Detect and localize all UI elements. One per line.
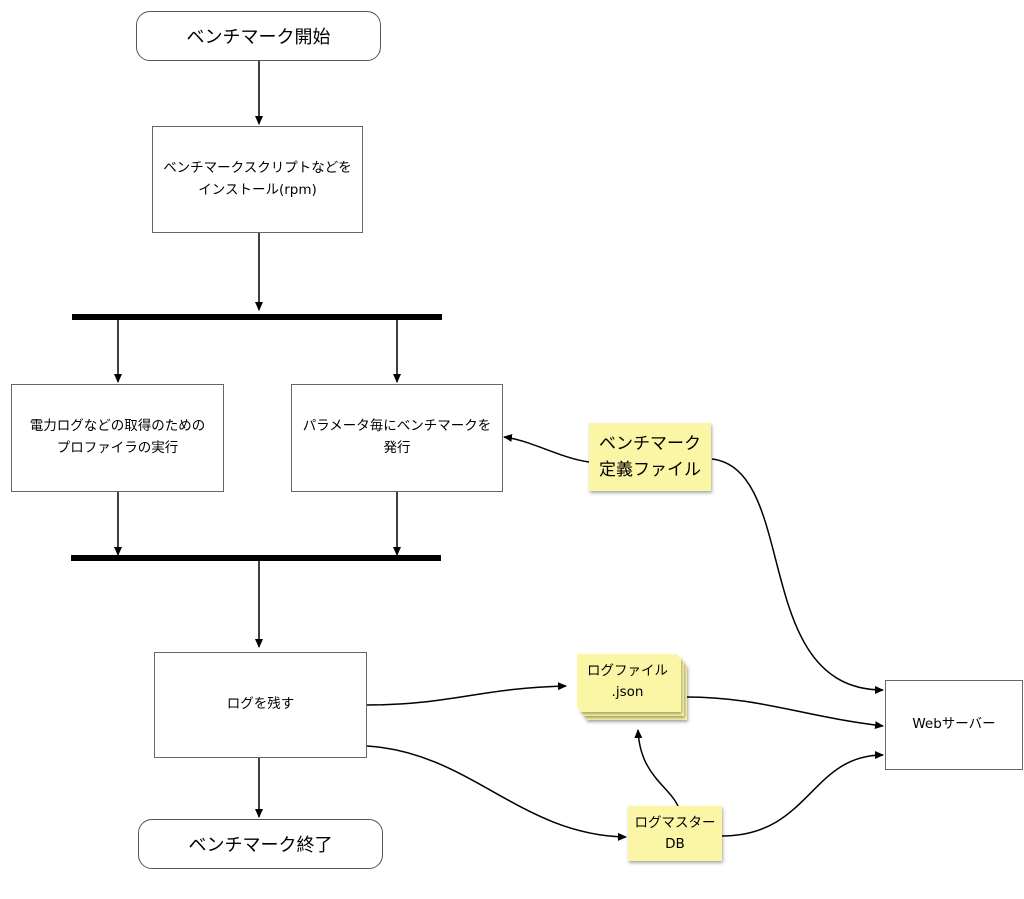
fork-bar xyxy=(72,314,442,320)
logmaster-db-note: ログマスター DB xyxy=(628,806,722,861)
install-step: ベンチマークスクリプトなどを インストール(rpm) xyxy=(152,126,363,233)
webserver-node: Webサーバー xyxy=(885,680,1023,770)
definition-file-note: ベンチマーク 定義ファイル xyxy=(589,423,711,491)
start-terminal: ベンチマーク開始 xyxy=(136,11,381,61)
join-bar xyxy=(71,555,441,561)
profiler-step: 電力ログなどの取得のための プロファイラの実行 xyxy=(11,384,224,492)
arrow-logmaster-to-logfile xyxy=(634,729,679,807)
arrow-log-to-logfile xyxy=(366,682,567,706)
arrow-definition-to-issue xyxy=(503,433,590,463)
issue-benchmark-step: パラメータ毎にベンチマークを 発行 xyxy=(291,384,503,492)
end-terminal: ベンチマーク終了 xyxy=(138,819,383,869)
arrow-definition-to-webserver xyxy=(711,458,884,694)
arrow-logfile-to-webserver xyxy=(685,696,884,730)
logfile-note: ログファイル .json xyxy=(577,654,678,709)
log-step: ログを残す xyxy=(154,652,367,758)
arrow-log-to-logmaster xyxy=(366,745,627,841)
arrow-logmaster-to-webserver xyxy=(721,751,884,837)
